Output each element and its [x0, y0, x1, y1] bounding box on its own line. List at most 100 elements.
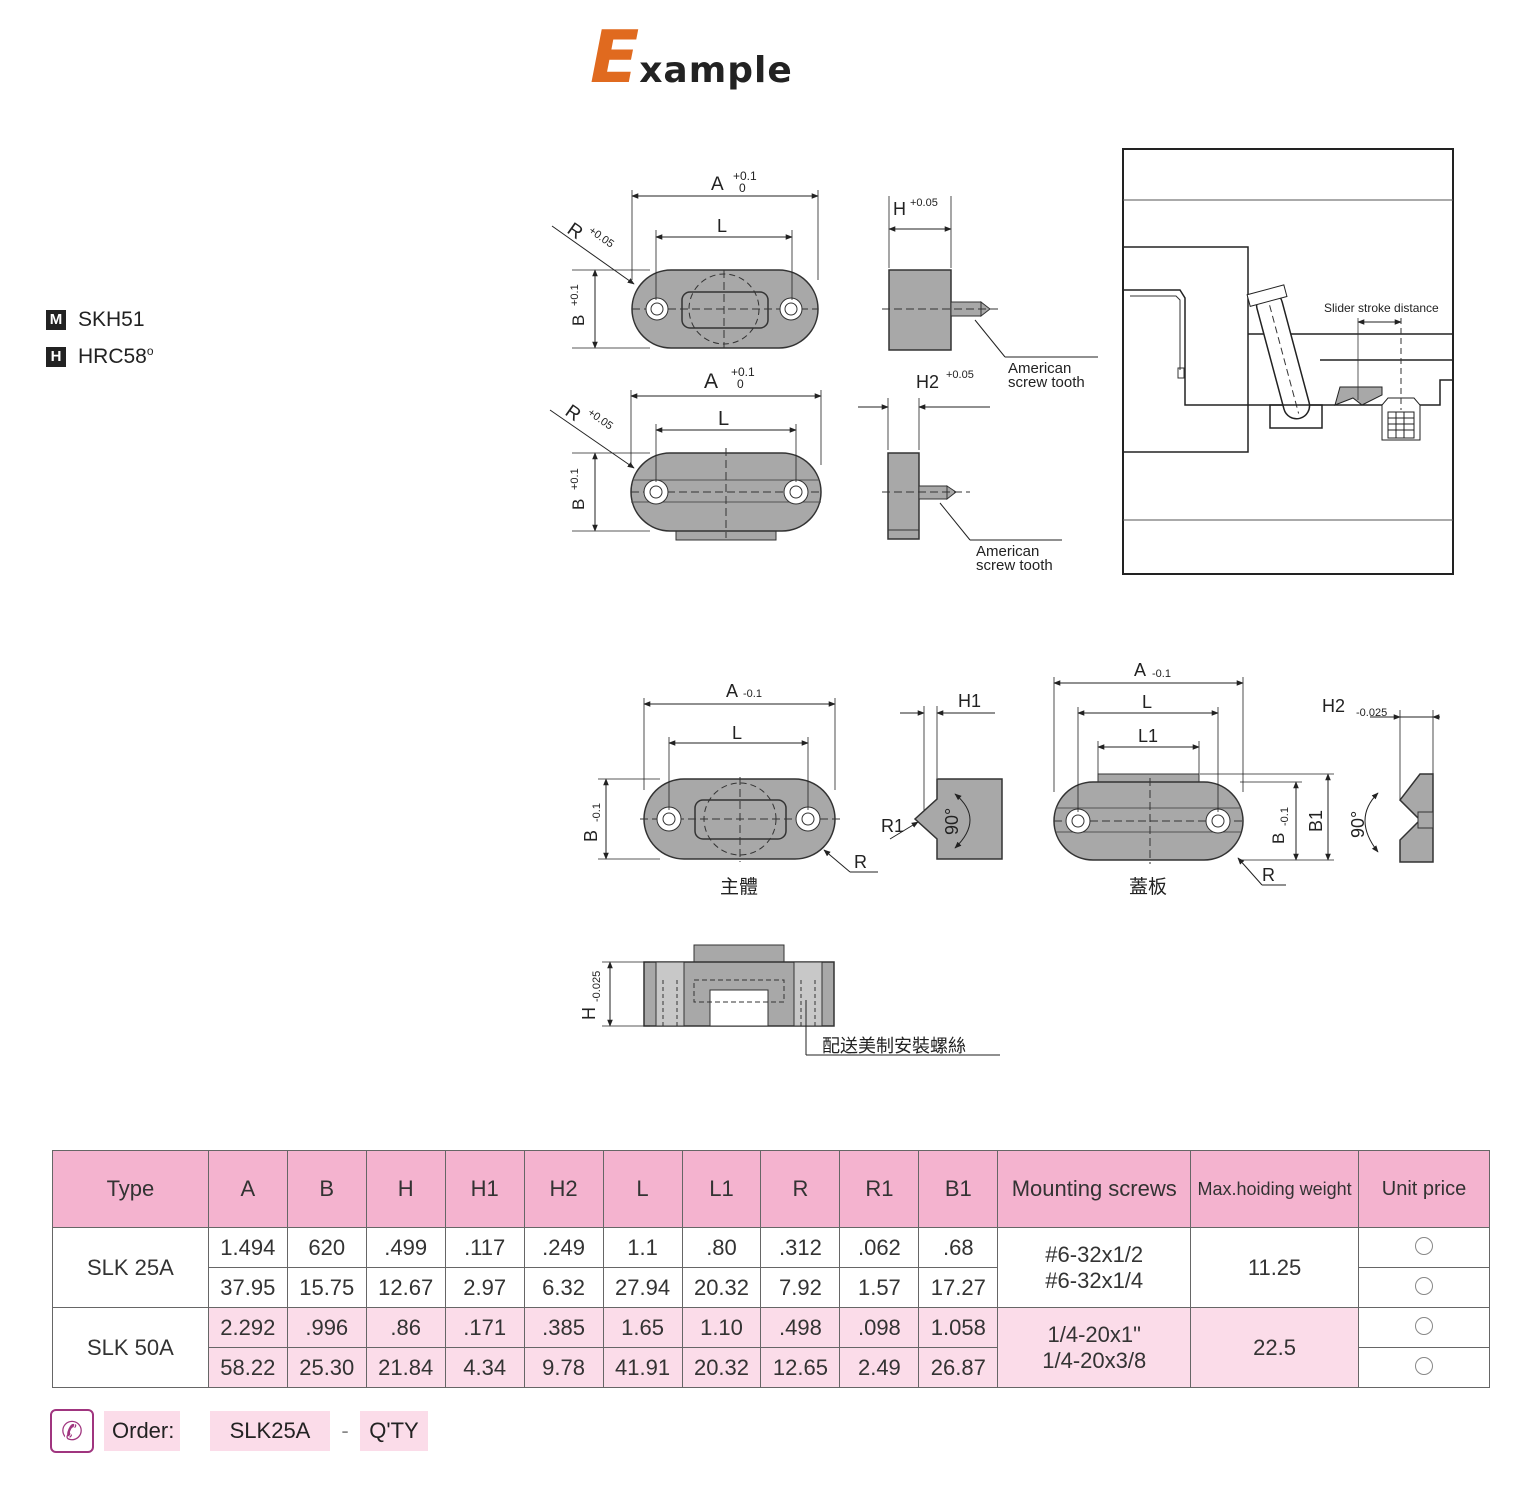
dim-b-tol: +0.1: [569, 284, 581, 306]
screw-spec: #6-32x1/4: [1045, 1267, 1144, 1293]
screw-spec: 1/4-20x3/8: [1042, 1347, 1147, 1373]
body-dim-a: A: [726, 681, 738, 701]
body-dim-l: L: [732, 723, 742, 743]
title-initial: E: [590, 15, 640, 99]
value-cell: 37.95: [207, 1267, 288, 1308]
dim-r2-tol: +0.05: [585, 407, 615, 433]
value-cell: 21.84: [365, 1347, 446, 1388]
price-cell[interactable]: [1358, 1267, 1490, 1308]
hardness-row: H HRC58o: [46, 344, 154, 369]
value-cell: 41.91: [602, 1347, 683, 1388]
order-qty[interactable]: Q'TY: [360, 1411, 428, 1451]
value-cell: .098: [839, 1307, 920, 1348]
material-value: SKH51: [78, 308, 145, 331]
value-cell: .86: [365, 1307, 446, 1348]
col-header: L1: [681, 1150, 762, 1228]
col-header: R: [760, 1150, 841, 1228]
col-header: B1: [918, 1150, 999, 1228]
body-dim-r1: R1: [881, 816, 904, 836]
slider-lock-side-view-1: H +0.05 American screw tooth: [882, 196, 1098, 391]
front-section-view: H -0.025 配送美制安裝螺絲: [579, 944, 1000, 1056]
material-code-badge: M: [46, 310, 66, 330]
screw-note2-line2: screw tooth: [976, 557, 1053, 574]
body-angle: 90°: [942, 808, 962, 835]
value-cell: 1.57: [839, 1267, 920, 1308]
value-cell: 9.78: [523, 1347, 604, 1388]
section-dim-h-tol: -0.025: [591, 971, 603, 1002]
value-cell: 620: [286, 1227, 367, 1268]
price-cell[interactable]: [1358, 1227, 1490, 1268]
dim-l2-label: L: [718, 408, 729, 430]
cover-dim-h2-tol: -0.025: [1356, 707, 1387, 719]
value-cell: 1.494: [207, 1227, 288, 1268]
value-cell: 1.058: [918, 1307, 999, 1348]
value-cell: .499: [365, 1227, 446, 1268]
screw-spec: 1/4-20x1": [1047, 1321, 1141, 1347]
main-body-drawing: A -0.1 L B -0.1 R 主體: [581, 681, 878, 898]
table-row: SLK 25A 1.494 620 .499 .117 .249 1.1 .80…: [52, 1227, 1490, 1308]
dim-b2-label: B: [569, 499, 588, 510]
cover-dim-b-tol: -0.1: [1279, 807, 1291, 826]
screws-cell: #6-32x1/2 #6-32x1/4: [997, 1227, 1192, 1308]
col-header: Mounting screws: [997, 1150, 1192, 1228]
col-header: H: [365, 1150, 446, 1228]
cover-dim-b1: B1: [1306, 810, 1326, 832]
phone-icon: ✆: [50, 1409, 94, 1453]
value-cell: .171: [444, 1307, 525, 1348]
cover-plate-side-view: 90° H2 -0.025: [1322, 696, 1440, 863]
order-separator: -: [341, 1418, 349, 1443]
cover-angle: 90°: [1348, 811, 1368, 838]
price-cell[interactable]: [1358, 1347, 1490, 1388]
table-header-row: Type A B H H1 H2 L L1 R R1 B1 Mounting s…: [52, 1150, 1490, 1228]
value-cell: .68: [918, 1227, 999, 1268]
value-cell: .996: [286, 1307, 367, 1348]
order-label: Order:: [104, 1411, 180, 1451]
value-cell: .385: [523, 1307, 604, 1348]
cover-dim-l: L: [1142, 692, 1152, 712]
dim-r2-label: R: [561, 401, 584, 426]
screw-spec: #6-32x1/2: [1045, 1241, 1144, 1267]
col-header: Max.hoiding weight: [1190, 1150, 1360, 1228]
price-radio[interactable]: [1415, 1356, 1433, 1375]
value-cell: .062: [839, 1227, 920, 1268]
cover-dim-a: A: [1134, 660, 1146, 680]
technical-drawings: A +0.1 0 L R +0.05 B +0.1 H +0.05 Americ…: [549, 148, 1454, 1056]
dim-a-label: A: [711, 174, 724, 195]
value-cell: .117: [444, 1227, 525, 1268]
price-radio[interactable]: [1415, 1276, 1433, 1295]
dim-a2-tol-lower: 0: [737, 377, 744, 391]
value-cell: 4.34: [444, 1347, 525, 1388]
value-cell: 1.1: [602, 1227, 683, 1268]
weight-cell: 11.25: [1190, 1227, 1360, 1308]
cover-dim-b: B: [1269, 833, 1288, 844]
price-radio[interactable]: [1415, 1316, 1433, 1335]
value-cell: .249: [523, 1227, 604, 1268]
value-cell: .498: [760, 1307, 841, 1348]
value-cell: 17.27: [918, 1267, 999, 1308]
cover-dim-l1: L1: [1138, 726, 1158, 746]
col-header: Type: [52, 1150, 209, 1228]
hardness-code-badge: H: [46, 346, 66, 367]
order-code: SLK25A: [210, 1411, 330, 1451]
value-cell: 1.10: [681, 1307, 762, 1348]
main-body-caption: 主體: [720, 876, 758, 898]
value-cell: 58.22: [207, 1347, 288, 1388]
main-body-side-view: 90° H1 R1: [881, 691, 1003, 860]
dim-a-tol-upper: +0.1: [733, 169, 757, 183]
value-cell: 2.292: [207, 1307, 288, 1348]
weight-cell: 22.5: [1190, 1307, 1360, 1388]
price-radio[interactable]: [1415, 1236, 1433, 1255]
value-cell: 6.32: [523, 1267, 604, 1308]
value-cell: 2.49: [839, 1347, 920, 1388]
dim-b2-tol: +0.1: [569, 468, 581, 490]
price-cell[interactable]: [1358, 1307, 1490, 1348]
value-cell: 27.94: [602, 1267, 683, 1308]
dim-h-label: H: [893, 199, 906, 219]
body-dim-h1: H1: [958, 691, 981, 711]
body-dim-b-tol: -0.1: [591, 803, 603, 822]
value-cell: 12.67: [365, 1267, 446, 1308]
slider-lock-top-view-2: A +0.1 0 L R +0.05 B +0.1: [549, 365, 822, 541]
col-header: L: [602, 1150, 683, 1228]
screw-note-line1: American: [1008, 360, 1071, 377]
screw-note-line2: screw tooth: [1008, 374, 1085, 391]
